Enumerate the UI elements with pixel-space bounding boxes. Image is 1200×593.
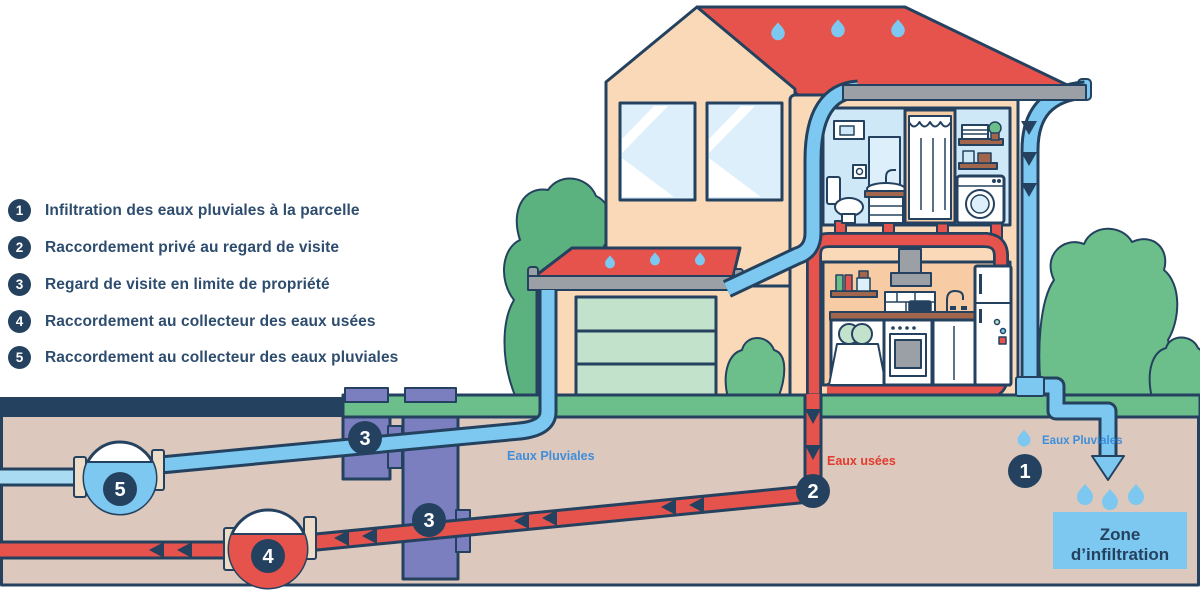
infiltration-arrow (1091, 455, 1125, 481)
svg-text:1: 1 (1019, 461, 1030, 483)
legend-number-badge: 3 (8, 273, 31, 296)
label-eaux-usees: Eaux usées (827, 454, 896, 468)
svg-text:2: 2 (807, 481, 818, 503)
legend-label: Raccordement privé au regard de visite (45, 238, 340, 256)
marker-5: 5 (103, 472, 137, 506)
marker-3a: 3 (348, 421, 382, 455)
legend-label: Infiltration des eaux pluviales à la par… (45, 201, 360, 219)
window-right (705, 101, 784, 202)
pot (908, 300, 932, 313)
downspout-left (722, 79, 860, 298)
window-left (618, 101, 697, 202)
bathroom-fixtures (826, 108, 1006, 225)
marker-4: 4 (251, 539, 285, 573)
infiltration-zone-box (1053, 512, 1187, 569)
fridge (973, 264, 1013, 387)
legend-number-badge: 5 (8, 346, 31, 369)
chamber-cap-small (344, 387, 389, 403)
bush-right-large (1038, 227, 1179, 399)
toilet-tank (826, 176, 841, 205)
roof-fascia (842, 84, 1087, 101)
legend-item-4: 4 Raccordement au collecteur des eaux us… (8, 310, 376, 333)
garage-door (574, 295, 718, 400)
legend-label: Raccordement au collecteur des eaux pluv… (45, 348, 399, 366)
label-eaux-pluviales-surface: Eaux Pluviales (1042, 435, 1123, 447)
garage (527, 246, 792, 400)
label-eaux-pluviales-underground: Eaux Pluviales (507, 449, 595, 463)
kitchen-shelf (830, 290, 878, 298)
legend-label: Regard de visite en limite de propriété (45, 275, 330, 293)
legend-number-badge: 2 (8, 236, 31, 259)
marker-3b: 3 (412, 503, 446, 537)
mirror (868, 136, 901, 187)
range-hood (898, 248, 922, 274)
vanity-cabinet (868, 196, 904, 224)
shower-curtain (908, 115, 952, 220)
bush-right-small (1148, 336, 1200, 399)
shelf-lower (958, 162, 998, 170)
legend-number-badge: 1 (8, 199, 31, 222)
legend-item-3: 3 Regard de visite en limite de propriét… (8, 273, 330, 296)
label-zone-line2: d’infiltration (1071, 545, 1169, 564)
flow-arrows (149, 121, 1037, 558)
svg-text:3: 3 (423, 510, 434, 532)
garage-gutter (527, 275, 741, 291)
svg-text:5: 5 (114, 479, 125, 501)
garage-roof (532, 246, 742, 279)
bush-garage (724, 337, 786, 399)
kitchen-fixtures (828, 248, 1013, 387)
chamber-cap-large (404, 387, 457, 403)
legend-label: Raccordement au collecteur des eaux usée… (45, 312, 376, 330)
house-body (788, 93, 1020, 400)
marker-1: 1 (1008, 454, 1042, 488)
dishwasher-door (828, 343, 887, 386)
svg-text:4: 4 (262, 546, 274, 568)
faucet (946, 290, 964, 312)
infiltration-pipe (1015, 370, 1125, 481)
plant (988, 121, 1002, 135)
legend-item-1: 1 Infiltration des eaux pluviales à la p… (8, 199, 360, 222)
towels (961, 124, 989, 140)
svg-text:3: 3 (359, 428, 370, 450)
road-strip (0, 397, 345, 417)
marker-2: 2 (796, 474, 830, 508)
legend-item-2: 2 Raccordement privé au regard de visite (8, 236, 339, 259)
legend-item-5: 5 Raccordement au collecteur des eaux pl… (8, 346, 398, 369)
legend-number-badge: 4 (8, 310, 31, 333)
label-zone-line1: Zone (1100, 525, 1141, 544)
